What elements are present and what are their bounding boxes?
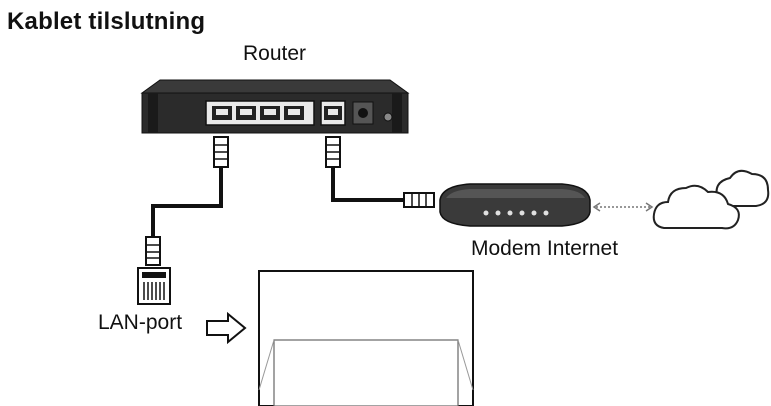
router-label: Router [243, 42, 307, 65]
page-title: Kablet tilslutning [7, 8, 206, 35]
arrow-right-icon [206, 311, 247, 345]
internet-link-arrow [592, 202, 654, 212]
lan-plug-icon [137, 267, 171, 305]
lan-port-label: LAN-port [98, 311, 183, 334]
wan-cable [325, 136, 435, 208]
modem-label: Modem Internet [471, 237, 619, 260]
tv-icon [258, 270, 474, 406]
router-icon [140, 79, 410, 134]
reset-button-icon [383, 112, 393, 122]
modem-icon [439, 183, 591, 227]
cloud-icon [652, 169, 770, 230]
lan-cable [145, 136, 229, 266]
